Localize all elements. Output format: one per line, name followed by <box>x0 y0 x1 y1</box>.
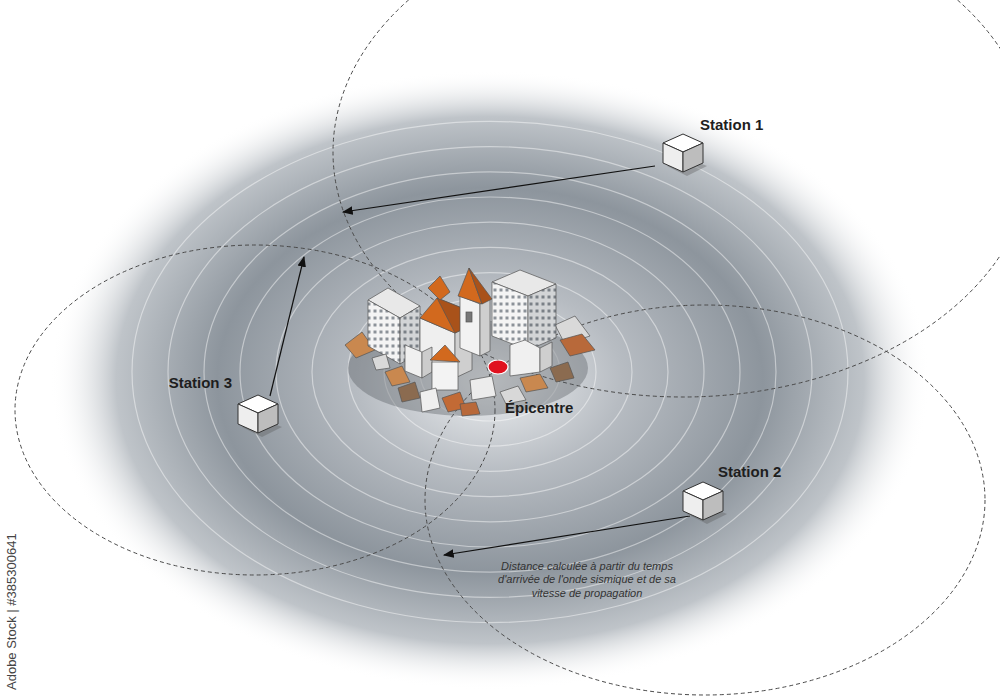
distance-arrow <box>444 516 690 555</box>
wave-ring <box>312 247 668 496</box>
epicentre-dot <box>486 359 510 375</box>
wave-ring <box>384 298 596 446</box>
station-cube <box>661 130 705 174</box>
station-label: Station 1 <box>700 116 763 133</box>
distance-arrows <box>270 166 690 555</box>
wave-ring <box>132 121 848 622</box>
station-label-box: Station 2 <box>718 463 781 481</box>
station-label-box: Station 3 <box>169 374 232 392</box>
wave-ring <box>348 273 632 472</box>
seismic-station: Station 3 <box>236 391 280 435</box>
distance-arrow <box>270 257 304 396</box>
wave-rings <box>132 121 848 622</box>
station-cube <box>236 391 280 435</box>
wave-ring <box>204 172 776 572</box>
station-label: Station 2 <box>718 463 781 480</box>
watermark-box: Adobe Stock | #385300641 <box>4 533 19 690</box>
ground-gradient <box>50 70 930 690</box>
station-label: Épicentre <box>505 399 573 416</box>
station-label-box: Épicentre <box>505 399 573 417</box>
wave-ring <box>240 197 740 547</box>
watermark: Adobe Stock | #385300641 <box>4 533 19 690</box>
explanatory-note-box: Distance calculée à partir du temps d'ar… <box>498 560 676 600</box>
distance-arrow <box>343 166 655 212</box>
distance-circles <box>15 0 1000 695</box>
wave-ring <box>168 147 812 598</box>
station-label: Station 3 <box>169 374 232 391</box>
epicentre-marker: Épicentre <box>486 359 510 375</box>
explanatory-note: Distance calculée à partir du temps d'ar… <box>498 560 676 599</box>
station-circle <box>333 0 1000 397</box>
station-cube <box>681 478 725 522</box>
wave-ring <box>276 222 704 522</box>
station-label-box: Station 1 <box>700 116 763 134</box>
seismic-station: Station 2 <box>681 478 725 522</box>
seismic-station: Station 1 <box>661 130 705 174</box>
station-circle <box>15 245 495 575</box>
city <box>345 268 595 416</box>
